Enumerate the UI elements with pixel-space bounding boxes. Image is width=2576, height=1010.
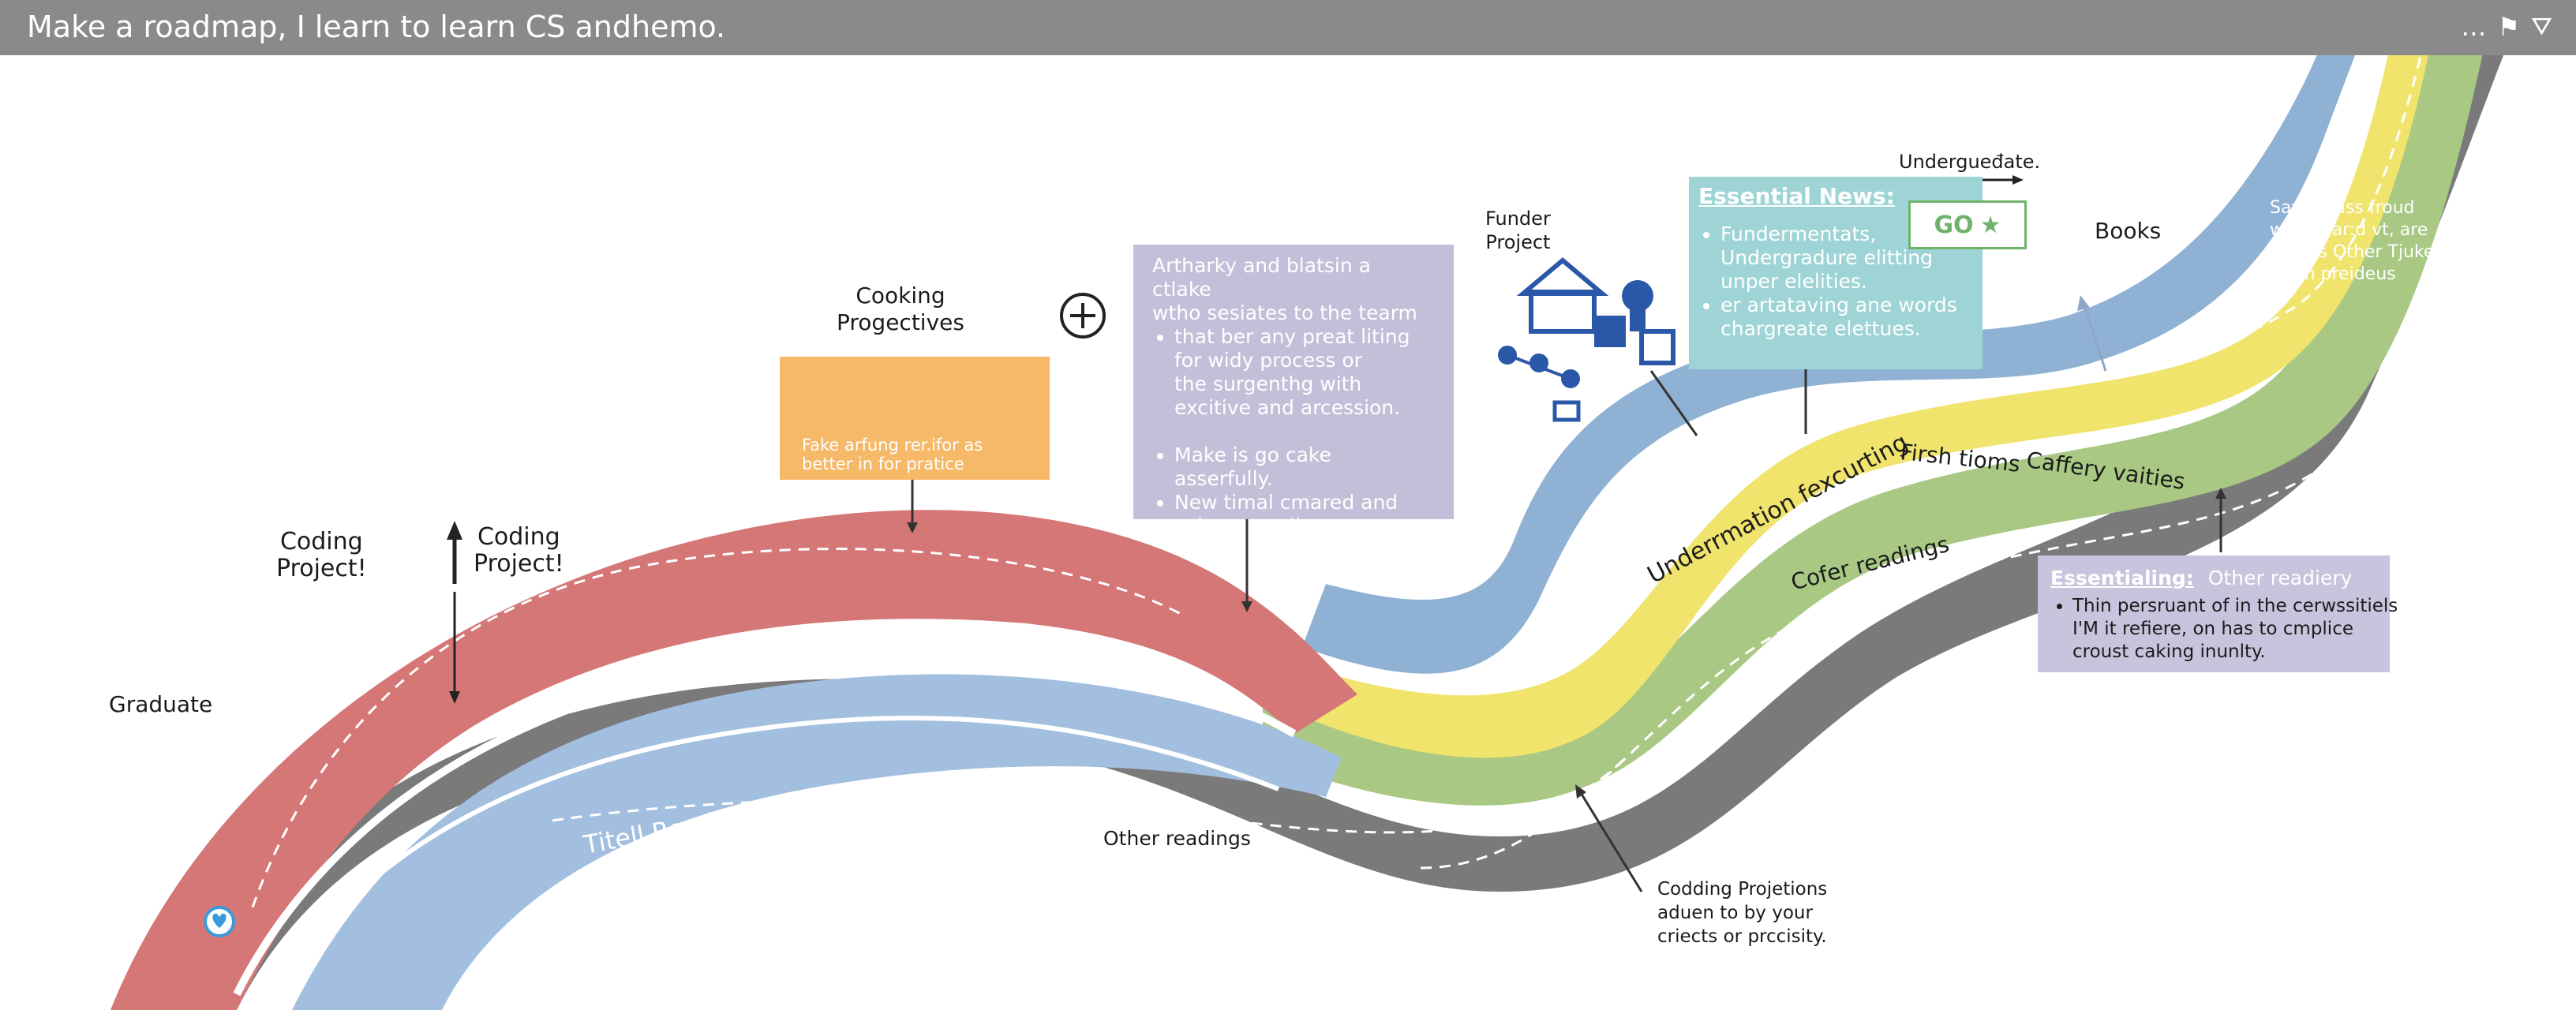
more-icon[interactable]: … <box>2461 11 2487 42</box>
essentialing-title: Essentialing: <box>2050 567 2194 589</box>
teal-box-title: Essential News: <box>1698 183 1895 209</box>
essentialing-item: Thin persruant of in the cerwssitiels I'… <box>2072 595 2398 664</box>
path-label-other-readings: Other readings <box>1103 827 1251 850</box>
label-coding-project-1: Coding Project! <box>276 528 367 582</box>
label-cooking-progectives: Cooking Progectives <box>837 282 964 335</box>
funder-pointer <box>1649 370 1698 436</box>
purple-box-item: Make is go cake asserfully. <box>1174 443 1435 491</box>
yellow-road <box>1271 0 2439 758</box>
dashed-route <box>1593 47 2424 577</box>
down-pointer-head <box>449 691 460 704</box>
essentialing-list: Thin persruant of in the cerwssitiels I'… <box>2050 595 2398 664</box>
purple-box-line1: Artharky and blatsin a ctlake <box>1152 254 1371 301</box>
purple-box-item: that ber any preat liting for widy proce… <box>1174 325 1435 420</box>
books-pointer <box>2082 302 2107 372</box>
teal-box-item: er artataving ane words chargreate elett… <box>1720 294 1973 341</box>
star-icon: ★ <box>1979 211 2001 239</box>
label-undergraduate: Undergueđate. <box>1899 151 2041 173</box>
white-lane <box>233 641 1297 997</box>
orange-pointer-head <box>907 522 918 533</box>
dashed-route <box>251 548 1185 908</box>
page-title: Make a roadmap, I learn to learn CS andh… <box>27 9 726 44</box>
purple-pointer-head <box>1241 601 1252 612</box>
funder-project-icon <box>1498 257 1676 422</box>
teal-box-item: Fundermentats, Undergradure elitting unp… <box>1720 223 1973 294</box>
purple-box-line2: wtho sesiates to the tearm <box>1152 301 1417 324</box>
heart-badge-icon <box>204 906 235 937</box>
dashed-route <box>1420 456 2337 870</box>
label-funder-project: Funder Project <box>1485 208 1551 253</box>
white-lane <box>266 715 1280 1004</box>
red-road <box>110 510 1357 1010</box>
label-save-mass: Save mass froud with Is ar:d vt, are +th… <box>2270 198 2435 284</box>
orange-box-text: Fake arfung rer.ifor as better in for pr… <box>802 436 983 473</box>
essentialing-header: Essentialing: Other readiery <box>2050 567 2377 590</box>
essential-pointer-head <box>2215 488 2226 499</box>
label-graduate: Graduate <box>109 691 213 717</box>
label-books: Books <box>2095 218 2162 244</box>
go-button[interactable]: GO ★ <box>1908 200 2027 249</box>
filter-icon[interactable]: ⛛ <box>2531 11 2552 41</box>
essentialing-box: Essentialing: Other readiery Thin persru… <box>2038 556 2398 672</box>
go-button-label: GO <box>1934 211 1974 239</box>
dashed-route <box>552 756 1627 834</box>
flag-icon[interactable]: ⚑ <box>2497 11 2521 42</box>
toolbar-icons: … ⚑ ⛛ <box>2461 11 2552 42</box>
purple-box-list: that ber any preat liting for widy proce… <box>1152 325 1435 538</box>
purple-info-box: Artharky and blatsin a ctlake wtho sesia… <box>1133 245 1454 537</box>
label-codding-projections: Codding Projetions aduen to by your crie… <box>1657 879 1828 947</box>
codding-pointer <box>1577 788 1643 892</box>
title-bar: Make a roadmap, I learn to learn CS andh… <box>0 0 2576 55</box>
orange-info-box: Fake arfung rer.ifor as better in for pr… <box>780 357 1050 480</box>
underg-arrow-head <box>2012 175 2024 185</box>
codding-pointer-head <box>1575 784 1586 799</box>
teal-box-list: Fundermentats, Undergradure elitting unp… <box>1698 223 1973 341</box>
blue-road-lower <box>292 674 1342 1010</box>
essentialing-subtitle: Other readiery <box>2207 567 2353 589</box>
purple-box-item: New timal cmared and cakte now tiims <box>1174 491 1435 538</box>
green-road <box>1263 0 2494 806</box>
label-coding-project-2: Coding Project! <box>474 523 564 578</box>
up-arrow-head <box>447 521 462 540</box>
books-pointer-head <box>2077 295 2090 311</box>
